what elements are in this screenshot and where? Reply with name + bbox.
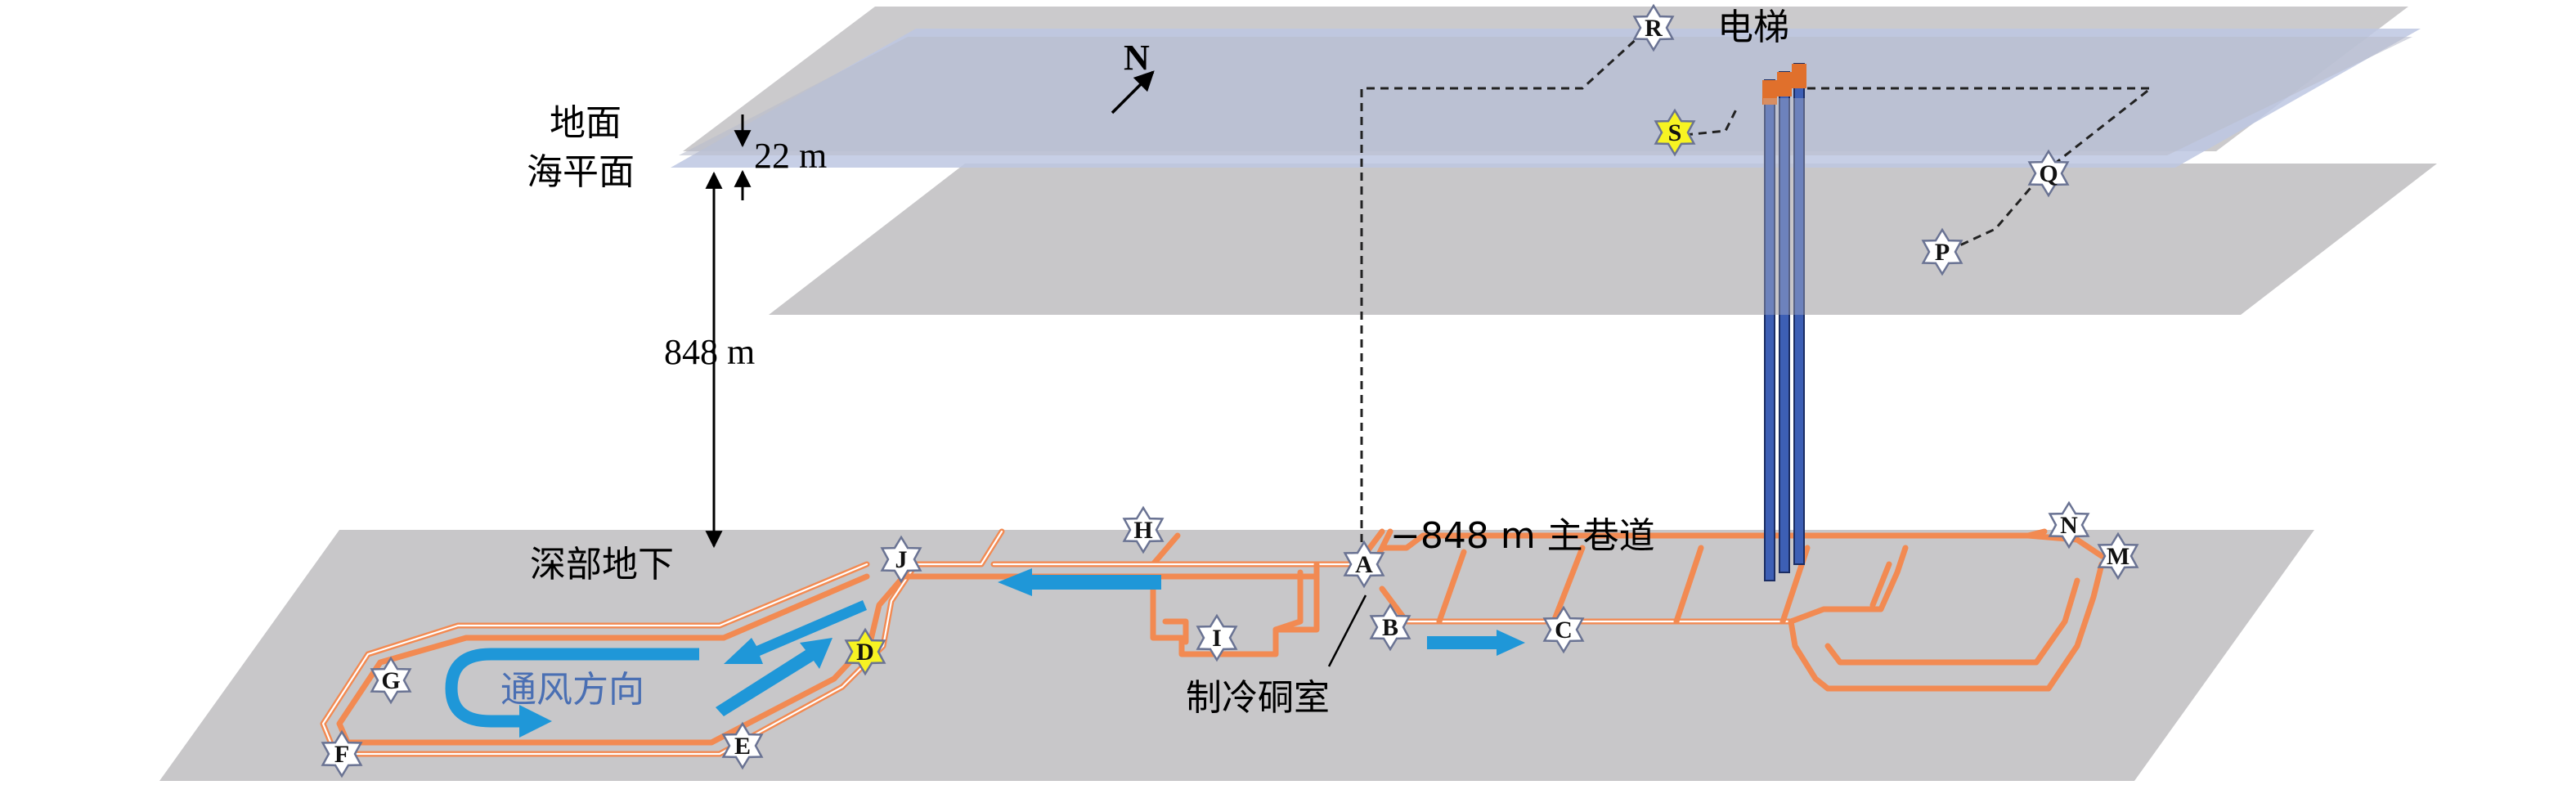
star-icon	[1196, 613, 1238, 662]
star-icon	[844, 627, 886, 676]
point-label: E	[734, 733, 751, 760]
star-icon	[2097, 532, 2139, 581]
point-label: D	[856, 639, 874, 666]
star-icon	[2048, 500, 2090, 550]
label-refrigeration-chamber: 制冷硐室	[1186, 677, 1330, 719]
point-label: J	[895, 546, 908, 573]
star-icon	[880, 535, 922, 584]
point-label: G	[381, 667, 400, 694]
refrigeration-leader	[1327, 594, 1367, 667]
label-ventilation-direction: 通风方向	[500, 669, 644, 711]
point-label: F	[334, 741, 349, 768]
label-deep-underground: 深部地下	[530, 544, 674, 585]
star-icon	[1632, 3, 1675, 52]
shaft-overlay	[1763, 98, 1806, 315]
point-label: M	[2107, 543, 2129, 570]
label-elevator: 电梯	[1717, 7, 1789, 48]
point-label: H	[1133, 517, 1152, 544]
route-a-r	[1360, 27, 1649, 556]
measurement-points: A B C D E F G H I J M N P Q R S	[321, 3, 2139, 778]
point-f-marker: F	[321, 729, 363, 778]
depth-annotations: N	[705, 38, 1155, 549]
point-j-marker: J	[880, 535, 922, 584]
surface-plane-group	[671, 7, 2437, 315]
point-d-marker: D	[844, 627, 886, 676]
point-label: S	[1668, 119, 1682, 146]
ground-plane-lower	[769, 164, 2437, 315]
shaft-cap-1	[1762, 80, 1777, 105]
star-icon	[1654, 108, 1696, 157]
point-p-marker: P	[1921, 227, 1963, 276]
point-g-marker: G	[370, 656, 412, 705]
airflow-arrow-east	[1427, 630, 1525, 656]
point-label: B	[1382, 614, 1398, 641]
point-m-marker: M	[2097, 532, 2139, 581]
label-depth-848m: 848 m	[664, 332, 755, 372]
airflow-arrow-west	[998, 568, 1161, 596]
star-icon	[370, 656, 412, 705]
star-icon	[1921, 227, 1963, 276]
ventilation-u-arrow-head	[519, 705, 552, 738]
point-q-marker: Q	[2027, 149, 2070, 198]
label-sea-level: 海平面	[527, 151, 635, 193]
label-main-roadway: −848 m 主巷道	[1390, 515, 1655, 557]
shaft-cap-2	[1777, 72, 1792, 96]
point-h-marker: H	[1122, 505, 1165, 554]
label-height-22m: 22 m	[754, 136, 827, 176]
airflow-arrows	[445, 568, 1525, 738]
text-labels: 地面 海平面 22 m 848 m 深部地下 电梯 −848 m 主巷道 制冷硐…	[500, 7, 1789, 719]
sea-level-overlay	[679, 37, 2412, 155]
point-label: C	[1555, 617, 1573, 644]
point-n-marker: N	[2048, 500, 2090, 550]
point-c-marker: C	[1542, 605, 1585, 654]
point-i-marker: I	[1196, 613, 1238, 662]
star-icon	[1343, 540, 1385, 589]
north-arrow	[1111, 70, 1155, 114]
point-b-marker: B	[1369, 603, 1411, 652]
ventilation-u-arrow	[445, 648, 699, 728]
point-s-marker: S	[1654, 108, 1696, 157]
star-icon	[321, 729, 363, 778]
airflow-arrow-j	[724, 600, 867, 664]
star-icon	[1542, 605, 1585, 654]
star-icon	[721, 721, 764, 770]
point-label: P	[1935, 239, 1950, 266]
north-label: N	[1124, 38, 1150, 78]
point-r-marker: R	[1632, 3, 1675, 52]
label-ground: 地面	[550, 102, 622, 144]
star-icon	[2027, 149, 2070, 198]
point-e-marker: E	[721, 721, 764, 770]
route-s	[1684, 105, 1739, 137]
point-label: I	[1212, 625, 1222, 652]
point-a-marker: A	[1343, 540, 1385, 589]
point-label: Q	[2039, 160, 2058, 187]
shaft-cap-3	[1792, 64, 1806, 88]
elevator-shafts	[1762, 63, 1806, 581]
star-icon	[1122, 505, 1165, 554]
point-label: R	[1645, 15, 1663, 42]
point-label: N	[2060, 512, 2078, 539]
point-label: A	[1355, 551, 1373, 578]
airflow-arrow-d	[716, 638, 832, 716]
star-icon	[1369, 603, 1411, 652]
